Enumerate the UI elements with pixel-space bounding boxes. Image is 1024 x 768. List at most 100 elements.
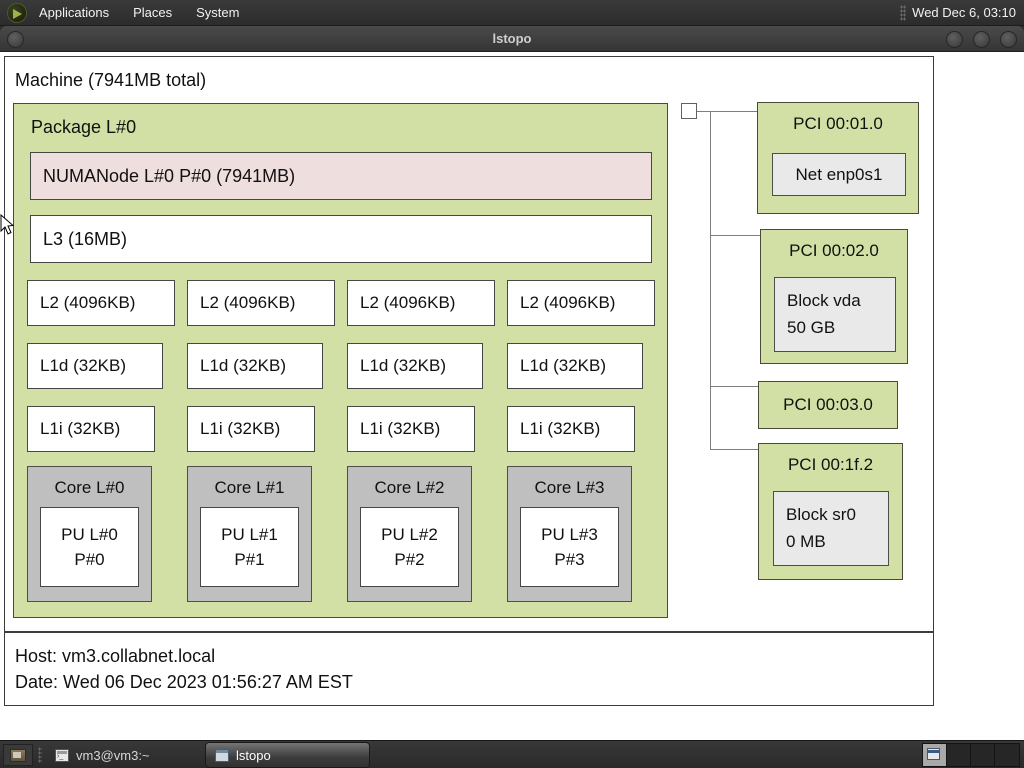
pci-link-line: [710, 235, 760, 236]
core-label: Core L#3: [534, 478, 605, 497]
l1d-cache-box: L1d (32KB): [347, 343, 483, 389]
close-icon[interactable]: [1000, 31, 1017, 48]
l1d-cache-label: L1d (32KB): [360, 356, 446, 375]
task-button-terminal[interactable]: vm3@vm3:~: [46, 743, 204, 767]
package-box: Package L#0 NUMANode L#0 P#0 (7941MB) L3…: [13, 103, 668, 618]
legend-host: Host: vm3.collabnet.local: [15, 646, 216, 666]
lstopo-canvas: Machine (7941MB total) Package L#0 NUMAN…: [0, 52, 1024, 740]
l1d-cache-label: L1d (32KB): [200, 356, 286, 375]
show-desktop-button[interactable]: [3, 744, 33, 766]
task-label: vm3@vm3:~: [76, 747, 150, 763]
terminal-icon: [55, 748, 69, 762]
pci-trunk-line: [710, 111, 711, 449]
l1i-cache-box: L1i (32KB): [347, 406, 475, 452]
menu-places[interactable]: Places: [133, 4, 173, 20]
clock[interactable]: Wed Dec 6, 03:10: [912, 5, 1016, 20]
window-menu-icon[interactable]: [7, 31, 24, 48]
window-icon: [215, 748, 229, 762]
pci-box: PCI 00:02.0 Block vda 50 GB: [760, 229, 908, 364]
legend-date: Date: Wed 06 Dec 2023 01:56:27 AM EST: [15, 672, 353, 692]
l2-cache-box: L2 (4096KB): [27, 280, 175, 326]
panel-drag-handle-icon[interactable]: [900, 4, 907, 21]
pu-label: PU L#1: [221, 525, 278, 544]
l1d-cache-box: L1d (32KB): [27, 343, 163, 389]
window-title: lstopo: [492, 31, 532, 46]
l1i-cache-box: L1i (32KB): [507, 406, 635, 452]
net-device-label: Net enp0s1: [795, 164, 883, 184]
net-device-box: Net enp0s1: [772, 153, 906, 196]
core-label: Core L#1: [214, 478, 285, 497]
core-label: Core L#0: [54, 478, 125, 497]
distro-menu-icon[interactable]: [7, 2, 27, 23]
pu-label: PU L#2: [381, 525, 438, 544]
workspace-4[interactable]: [995, 744, 1019, 766]
pu-box: PU L#1 P#1: [200, 507, 299, 587]
pci-link-line: [697, 111, 758, 112]
pci-label: PCI 00:03.0: [783, 395, 873, 414]
l2-cache-box: L2 (4096KB): [187, 280, 335, 326]
l1i-cache-label: L1i (32KB): [200, 419, 281, 438]
l2-cache-label: L2 (4096KB): [360, 293, 456, 312]
pci-box: PCI 00:01.0 Net enp0s1: [757, 102, 919, 214]
core-box: Core L#2 PU L#2 P#2: [347, 466, 472, 602]
taskbar-drag-handle-icon: [38, 747, 42, 763]
pci-label: PCI 00:1f.2: [787, 455, 874, 474]
legend-box: Host: vm3.collabnet.local Date: Wed 06 D…: [4, 632, 934, 706]
pci-link-line: [710, 449, 758, 450]
core-box: Core L#0 PU L#0 P#0: [27, 466, 152, 602]
pu-pindex: P#2: [394, 550, 425, 569]
pci-bridge-connector: [681, 103, 697, 119]
menu-applications[interactable]: Applications: [39, 4, 110, 20]
l1d-cache-label: L1d (32KB): [40, 356, 126, 375]
pu-label: PU L#0: [61, 525, 118, 544]
pu-pindex: P#3: [554, 550, 585, 569]
pu-pindex: P#0: [74, 550, 105, 569]
pci-link-line: [710, 386, 758, 387]
top-panel: Applications Places System Wed Dec 6, 03…: [0, 0, 1024, 26]
minimize-icon[interactable]: [946, 31, 963, 48]
pu-pindex: P#1: [234, 550, 265, 569]
pu-label: PU L#3: [541, 525, 598, 544]
show-desktop-icon: [10, 748, 26, 762]
maximize-icon[interactable]: [973, 31, 990, 48]
core-label: Core L#2: [374, 478, 445, 497]
l1i-cache-box: L1i (32KB): [187, 406, 315, 452]
workspace-window-icon: [927, 748, 940, 760]
pu-box: PU L#3 P#3: [520, 507, 619, 587]
package-label: Package L#0: [31, 117, 137, 137]
block-device-size: 50 GB: [787, 318, 836, 337]
pci-box: PCI 00:1f.2 Block sr0 0 MB: [758, 443, 903, 580]
workspace-switcher: [922, 743, 1020, 767]
workspace-2[interactable]: [947, 744, 971, 766]
l1i-cache-label: L1i (32KB): [40, 419, 121, 438]
task-button-lstopo[interactable]: lstopo: [205, 742, 370, 768]
pci-box: PCI 00:03.0: [758, 381, 898, 429]
workspace-1[interactable]: [923, 744, 947, 766]
mouse-cursor: [0, 214, 14, 235]
block-device-label: Block vda: [787, 291, 861, 310]
core-box: Core L#1 PU L#1 P#1: [187, 466, 312, 602]
taskbar: vm3@vm3:~ lstopo: [0, 740, 1024, 768]
machine-box: Machine (7941MB total) Package L#0 NUMAN…: [4, 56, 934, 632]
pu-box: PU L#2 P#2: [360, 507, 459, 587]
menu-system[interactable]: System: [196, 4, 240, 20]
l2-cache-label: L2 (4096KB): [40, 293, 136, 312]
l1i-cache-label: L1i (32KB): [520, 419, 601, 438]
l1d-cache-box: L1d (32KB): [187, 343, 323, 389]
pci-label: PCI 00:01.0: [793, 114, 883, 133]
l1i-cache-label: L1i (32KB): [360, 419, 441, 438]
numa-node-label: NUMANode L#0 P#0 (7941MB): [43, 165, 296, 186]
l1i-cache-box: L1i (32KB): [27, 406, 155, 452]
window-titlebar[interactable]: lstopo: [0, 26, 1024, 52]
l1d-cache-label: L1d (32KB): [520, 356, 606, 375]
block-device-box: Block sr0 0 MB: [773, 491, 889, 566]
workspace-3[interactable]: [971, 744, 995, 766]
l2-cache-box: L2 (4096KB): [347, 280, 495, 326]
l2-cache-label: L2 (4096KB): [520, 293, 616, 312]
block-device-label: Block sr0: [786, 505, 856, 524]
machine-label: Machine (7941MB total): [15, 70, 207, 90]
block-device-size: 0 MB: [786, 532, 826, 551]
l3-cache-box: L3 (16MB): [30, 215, 652, 263]
task-label: lstopo: [236, 747, 271, 763]
